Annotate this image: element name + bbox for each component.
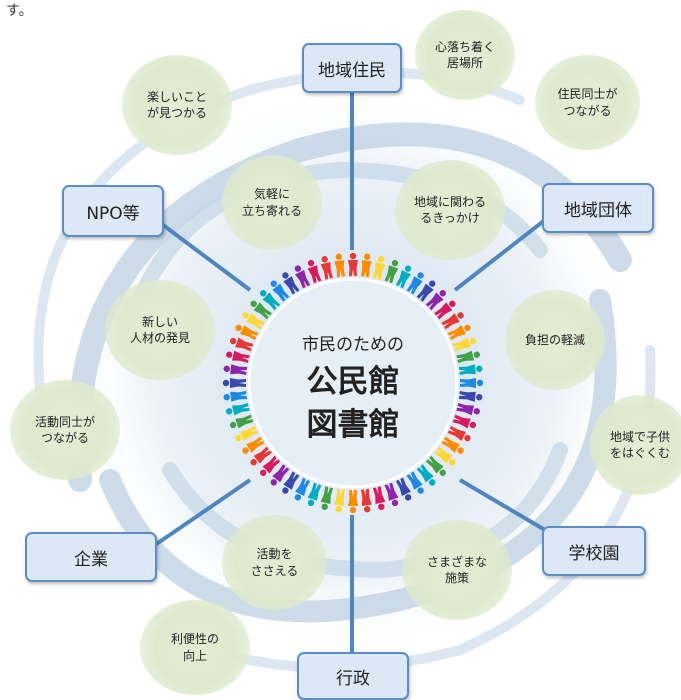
person-figure (242, 312, 265, 330)
center-circle (247, 277, 459, 489)
person-figure (250, 300, 272, 320)
person-figure (235, 324, 259, 341)
connector-school (458, 478, 547, 532)
person-figure (384, 482, 399, 507)
center-subtitle: 市民のための (302, 335, 404, 355)
connector-npo (161, 223, 252, 292)
person-figure (372, 486, 386, 510)
person-figure (270, 280, 290, 302)
bubble-raise-children: 地域で子供 をはぐくむ (590, 395, 681, 495)
person-figure (456, 350, 480, 364)
bubble-calm-place: 心落ち着く 居場所 (415, 10, 515, 100)
person-figure (270, 464, 290, 486)
person-figure (416, 464, 436, 486)
person-figure (456, 402, 480, 416)
bubble-easy-dropin: 気軽に 立ち寄れる (222, 155, 322, 250)
person-figure (441, 312, 464, 330)
person-figure (260, 290, 281, 311)
person-figure (260, 455, 281, 476)
person-figure (425, 455, 446, 476)
bubble-various-measures: さまざまな 施策 (402, 520, 512, 620)
bubble-reduce-burden: 負担の軽減 (505, 290, 605, 390)
bubble-convenience: 利便性の 向上 (140, 600, 250, 695)
person-figure (395, 477, 412, 501)
person-figure (406, 471, 424, 494)
person-figure (334, 253, 346, 278)
center-title-line2: 図書館 (306, 407, 400, 443)
person-figure (458, 364, 483, 376)
connector-lines (153, 93, 547, 658)
connector-groups (453, 218, 547, 292)
person-figure (447, 324, 471, 341)
person-figure (307, 482, 322, 507)
person-figure (334, 488, 346, 513)
box-npo: NPO等 (62, 185, 164, 237)
person-figure (250, 446, 272, 466)
person-figure (348, 252, 358, 276)
person-figure (226, 350, 250, 364)
bubble-support-activities: 活動を ささえる (222, 515, 327, 610)
person-figure (372, 256, 386, 280)
person-figure (229, 337, 254, 352)
bubble-new-talent: 新しい 人材の発見 (105, 280, 215, 380)
person-figure (460, 378, 484, 388)
person-figure (223, 364, 248, 376)
box-groups: 地域団体 (542, 183, 654, 233)
bubble-community-involve: 地域に関わる るきっかけ (395, 160, 505, 260)
box-business: 企業 (25, 532, 157, 582)
person-figure (320, 256, 334, 280)
person-figure (282, 471, 300, 494)
connector-business (153, 478, 252, 547)
person-figure (235, 425, 259, 442)
person-figure (425, 290, 446, 311)
person-figure (434, 446, 456, 466)
person-figure (452, 337, 477, 352)
person-figure (320, 486, 334, 510)
box-residents: 地域住民 (302, 43, 402, 93)
person-figure (447, 425, 471, 442)
person-figure (434, 300, 456, 320)
person-figure (360, 253, 372, 278)
person-figure (222, 378, 246, 388)
people-ring (222, 252, 484, 514)
person-figure (360, 488, 372, 513)
person-figure (458, 390, 483, 402)
box-government: 行政 (297, 652, 409, 700)
top-text-fragment: す。 (6, 3, 33, 19)
person-figure (226, 402, 250, 416)
person-figure (229, 414, 254, 429)
person-figure (441, 436, 464, 454)
person-figure (416, 280, 436, 302)
person-figure (395, 265, 412, 289)
person-figure (384, 259, 399, 284)
box-school: 学校園 (542, 526, 646, 576)
person-figure (406, 272, 424, 295)
person-figure (223, 390, 248, 402)
bubble-activities-connect: 活動同士が つながる (10, 380, 120, 480)
person-figure (348, 490, 358, 514)
person-figure (282, 272, 300, 295)
person-figure (242, 436, 265, 454)
bubble-residents-connect: 住民同士が つながる (535, 55, 640, 150)
bubble-find-fun: 楽しいこと が見つかる (122, 55, 232, 155)
person-figure (452, 414, 477, 429)
person-figure (294, 477, 311, 501)
center-title-line1: 公民館 (306, 364, 400, 400)
person-figure (294, 265, 311, 289)
person-figure (307, 259, 322, 284)
